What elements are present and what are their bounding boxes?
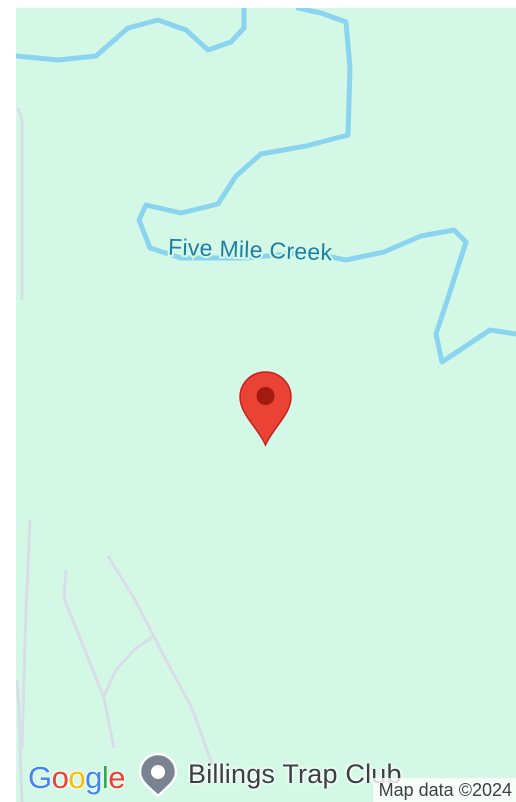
logo-letter: o <box>68 760 86 795</box>
logo-letter: e <box>108 760 126 795</box>
map-pin-icon[interactable] <box>238 370 293 447</box>
map-view[interactable]: Five Mile Creek Billings Trap Club Googl… <box>16 8 516 802</box>
creek-upper <box>16 8 247 63</box>
trail-left-lower <box>20 519 32 749</box>
trail-left-upper <box>16 107 24 300</box>
place-label[interactable]: Billings Trap Club <box>188 759 402 789</box>
logo-letter: l <box>101 760 109 795</box>
place-pin-icon[interactable] <box>138 752 178 798</box>
creek-main <box>136 8 516 365</box>
pin-center-dot <box>256 387 275 405</box>
trail-diagonal-b <box>106 555 214 765</box>
trail-left-edge <box>16 679 24 802</box>
trail-connector <box>102 634 155 697</box>
logo-letter: g <box>85 760 102 795</box>
map-canvas[interactable]: Five Mile Creek <box>16 8 516 802</box>
logo-letter: G <box>28 760 52 795</box>
logo-letter: o <box>51 760 69 795</box>
google-logo[interactable]: Google <box>28 760 126 796</box>
trail-diagonal-a <box>62 569 116 749</box>
map-attribution[interactable]: Map data ©2024 <box>372 778 516 802</box>
